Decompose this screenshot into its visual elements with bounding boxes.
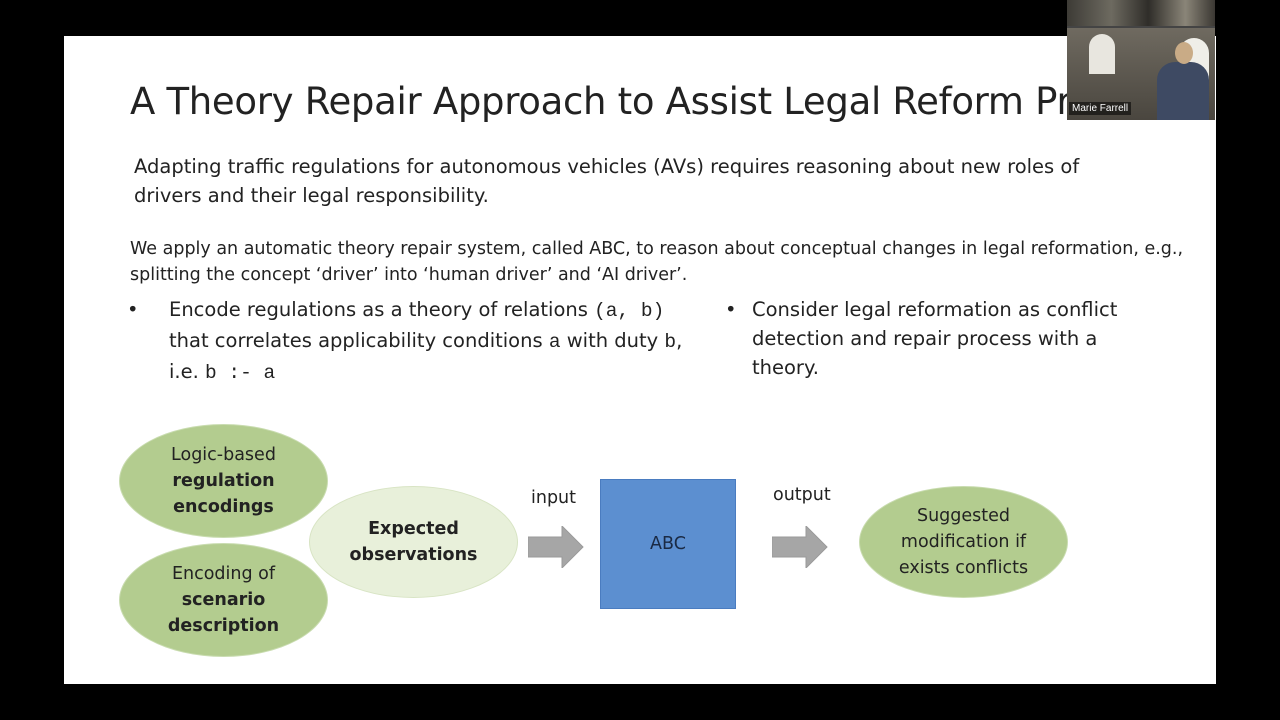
node-expected-observations: Expected observations [309, 486, 518, 598]
node-encoding-of-scenario-description: Encoding of scenario description [119, 543, 328, 657]
bullet-text: Encode regulations as a theory of relati… [169, 295, 709, 388]
bullet-text-part: Encode regulations as a theory of relati… [169, 298, 595, 321]
node-line: scenario [181, 590, 266, 610]
node-line: Suggested [916, 506, 1011, 526]
window-background [1089, 34, 1115, 74]
slide-title: A Theory Repair Approach to Assist Legal… [130, 80, 1136, 123]
code-b: b [664, 331, 677, 353]
slide-paragraph: We apply an automatic theory repair syst… [130, 239, 1184, 285]
node-line: exists conflicts [898, 558, 1029, 578]
presentation-slide: A Theory Repair Approach to Assist Legal… [64, 36, 1216, 684]
bullet-dot: • [725, 298, 737, 321]
output-label: output [773, 485, 831, 505]
bullet-text-part: with duty [560, 329, 665, 352]
speaker-head [1175, 42, 1193, 64]
speaker-figure [1157, 62, 1209, 120]
speaker-video-thumbnail[interactable]: Marie Farrell [1067, 0, 1215, 120]
bullet-text-part: that correlates applicability conditions [169, 329, 549, 352]
node-line: Logic-based [171, 445, 276, 465]
input-arrow-icon [528, 526, 584, 568]
bullet-dot: • [127, 298, 139, 321]
node-line: encodings [173, 497, 274, 517]
output-arrow-icon [772, 526, 828, 568]
gallery-video-strip [1067, 0, 1215, 26]
abc-system-box: ABC [600, 479, 736, 609]
node-line: description [167, 616, 280, 636]
code-rule: b :- a [205, 362, 276, 384]
code-relation: (a, b) [594, 300, 665, 322]
node-line: modification if [900, 532, 1027, 552]
node-suggested-modification: Suggested modification if exists conflic… [859, 486, 1068, 598]
speaker-name-label: Marie Farrell [1069, 102, 1132, 115]
code-a: a [548, 331, 561, 353]
bullet-text-part: , i.e. [169, 329, 683, 383]
node-line: regulation [172, 471, 275, 491]
node-line: observations [349, 545, 478, 565]
input-label: input [531, 488, 577, 508]
node-logic-based-regulation-encodings: Logic-based regulation encodings [119, 424, 328, 538]
node-line: Encoding of [171, 564, 276, 584]
bullet-text: Consider legal reformation as conflict d… [752, 298, 1118, 379]
slide-subtitle: Adapting traffic regulations for autonom… [134, 155, 1080, 207]
node-line: Expected [368, 519, 459, 539]
